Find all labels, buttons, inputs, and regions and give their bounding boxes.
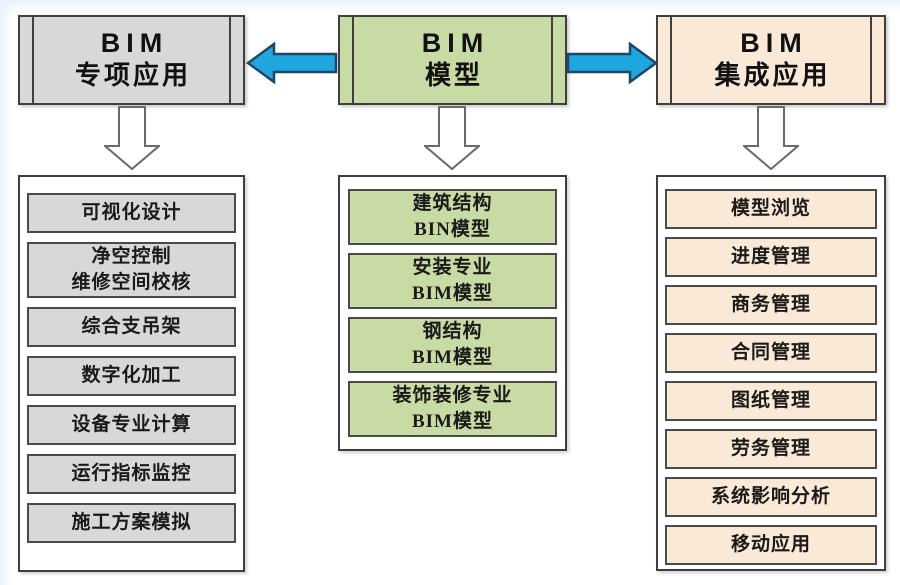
header-bim-model: BIM 模型 xyxy=(338,15,567,105)
header-title-line2: 模型 xyxy=(424,59,483,90)
list-item: 合同管理 xyxy=(665,333,877,373)
header-side-bar xyxy=(229,17,231,103)
list-item: 施工方案模拟 xyxy=(27,503,236,543)
list-item: 安装专业 BIM模型 xyxy=(348,253,557,309)
header-bim-integrated-applications: BIM 集成应用 xyxy=(656,15,886,105)
header-side-bar xyxy=(352,17,354,103)
header-side-bar xyxy=(32,17,34,103)
arrow-down-icon xyxy=(424,106,480,170)
list-item: 设备专业计算 xyxy=(27,405,236,445)
list-item: 净空控制 维修空间校核 xyxy=(27,242,236,298)
header-side-bar xyxy=(870,17,872,103)
list-item: 移动应用 xyxy=(665,525,877,565)
header-title-line1: BIM xyxy=(100,27,169,58)
header-side-bar xyxy=(551,17,553,103)
list-item: 商务管理 xyxy=(665,285,877,325)
list-bim-models: 建筑结构 BIN模型 安装专业 BIM模型 钢结构 BIM模型 装饰装修专业 B… xyxy=(338,175,567,451)
arrow-down-icon xyxy=(104,106,160,170)
list-item: 数字化加工 xyxy=(27,356,236,396)
arrow-down-icon xyxy=(743,106,799,170)
header-side-bar xyxy=(670,17,672,103)
header-title-line2: 专项应用 xyxy=(74,59,191,90)
list-item: 系统影响分析 xyxy=(665,477,877,517)
list-bim-special-applications: 可视化设计 净空控制 维修空间校核 综合支吊架 数字化加工 设备专业计算 运行指… xyxy=(18,175,245,572)
list-item: 装饰装修专业 BIM模型 xyxy=(348,381,557,437)
list-item: 综合支吊架 xyxy=(27,307,236,347)
header-title-line1: BIM xyxy=(421,27,490,58)
list-item: 劳务管理 xyxy=(665,429,877,469)
list-bim-integrated-applications: 模型浏览 进度管理 商务管理 合同管理 图纸管理 劳务管理 系统影响分析 移动应… xyxy=(656,175,886,571)
list-item: 钢结构 BIM模型 xyxy=(348,317,557,373)
list-item: 运行指标监控 xyxy=(27,454,236,494)
list-item: 模型浏览 xyxy=(665,189,877,229)
header-bim-special-applications: BIM 专项应用 xyxy=(18,15,245,105)
list-item: 进度管理 xyxy=(665,237,877,277)
list-item: 建筑结构 BIN模型 xyxy=(348,189,557,245)
header-title-line2: 集成应用 xyxy=(714,59,831,90)
header-title-line1: BIM xyxy=(740,27,808,58)
list-item: 图纸管理 xyxy=(665,381,877,421)
arrow-right-icon xyxy=(566,41,658,85)
arrow-left-icon xyxy=(246,41,338,85)
list-item: 可视化设计 xyxy=(27,193,236,233)
